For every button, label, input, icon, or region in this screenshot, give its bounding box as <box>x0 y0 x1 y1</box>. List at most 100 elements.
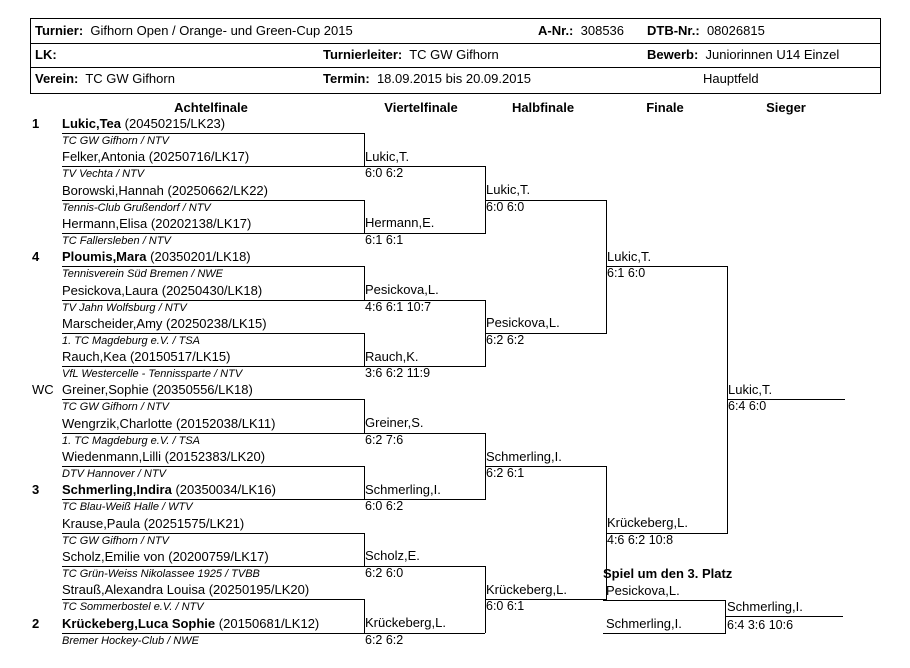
player-info: (20152383/LK20) <box>164 449 266 464</box>
quarterfinals-name: Greiner,S. <box>365 415 424 431</box>
bracket-line <box>725 616 843 617</box>
player-entry: Pesickova,Laura (20250430/LK18) <box>62 282 262 298</box>
bracket-line <box>485 599 606 601</box>
player-info: (20250716/LK17) <box>148 149 250 165</box>
bracket-line <box>62 166 364 168</box>
quarterfinals-score: 4:6 6:1 10:7 <box>365 299 432 314</box>
seed-number: 1 <box>32 116 40 131</box>
leiter-value: TC GW Gifhorn <box>409 47 499 62</box>
player-entry: Ploumis,Mara (20350201/LK18) <box>62 250 251 264</box>
verein-value: TC GW Gifhorn <box>85 71 175 86</box>
dtb-label: DTB-Nr.: <box>647 23 700 38</box>
tournament-header: Turnier: Gifhorn Open / Orange- und Gree… <box>30 18 881 94</box>
quarterfinals-score: 6:2 7:6 <box>365 432 404 447</box>
player-entry: Hermann,Elisa (20202138/LK17) <box>62 215 251 231</box>
semifinals-name: Krückeberg,L. <box>486 581 567 597</box>
bracket-line <box>603 633 725 634</box>
semifinals-score: 6:0 6:1 <box>486 599 525 614</box>
player-info: (20250238/LK15) <box>166 315 267 331</box>
anr-label: A-Nr.: <box>538 23 574 38</box>
player-club: TC GW Gifhorn / NTV <box>62 135 169 147</box>
player-name: Felker,Antonia <box>62 149 146 165</box>
finals-score: 6:1 6:0 <box>607 266 646 281</box>
player-name: Rauch,Kea <box>62 349 127 365</box>
bracket-line <box>485 199 606 201</box>
quarterfinals-score: 6:2 6:0 <box>365 565 404 580</box>
player-entry: Marscheider,Amy (20250238/LK15) <box>62 315 267 331</box>
bracket-line <box>606 532 727 534</box>
player-entry: Krückeberg,Luca Sophie (20150681/LK12) <box>62 616 319 631</box>
termin-label: Termin: <box>323 71 370 86</box>
bewerb-field: Bewerb: Juniorinnen U14 Einzel <box>647 47 839 63</box>
column-finale: Finale <box>646 100 684 115</box>
semifinals-score: 6:0 6:0 <box>486 199 525 214</box>
player-entry: Borowski,Hannah (20250662/LK22) <box>62 182 268 198</box>
player-club: TC GW Gifhorn / NTV <box>62 401 169 414</box>
bracket-line <box>62 232 364 234</box>
player-entry: Felker,Antonia (20250716/LK17) <box>62 150 249 164</box>
verein-field: Verein: TC GW Gifhorn <box>35 71 175 87</box>
player-name: Pesickova,Laura <box>62 282 159 298</box>
third-place-score: 6:4 3:6 10:6 <box>727 618 794 632</box>
bracket-line <box>62 565 364 567</box>
bracket-line <box>62 266 364 268</box>
quarterfinals-score: 6:2 6:2 <box>365 632 404 647</box>
player-entry: Lukic,Tea (20450215/LK23) <box>62 117 225 131</box>
player-club: TC Grün-Weiss Nikolassee 1925 / TVBB <box>62 567 260 580</box>
player-info: (20350556/LK18) <box>152 382 253 398</box>
player-entry: Krause,Paula (20251575/LK21) <box>62 516 244 531</box>
bracket-line <box>62 332 364 334</box>
player-club: TC GW Gifhorn / NTV <box>62 534 169 547</box>
player-club: TC Fallersleben / NTV <box>62 234 171 247</box>
player-name: Hermann,Elisa <box>62 215 148 231</box>
third-place-player1: Pesickova,L. <box>606 583 680 598</box>
player-name: Schmerling,Indira <box>62 482 172 498</box>
bracket-line <box>364 499 485 501</box>
semifinals-name: Lukic,T. <box>486 182 531 198</box>
anr-value: 308536 <box>580 23 625 38</box>
seed-number: 2 <box>32 615 40 631</box>
seed-number: 3 <box>32 482 40 498</box>
column-achtelfinale: Achtelfinale <box>174 100 248 115</box>
bracket-line <box>364 432 485 434</box>
column-viertelfinale: Viertelfinale <box>384 100 458 115</box>
player-name: Wengrzik,Charlotte <box>62 415 173 431</box>
column-sieger: Sieger <box>766 100 806 115</box>
bracket-line <box>62 399 364 401</box>
bracket-line <box>62 532 364 534</box>
player-info: (20350201/LK18) <box>150 249 251 265</box>
player-club: Tennisverein Süd Bremen / NWE <box>62 268 223 281</box>
seed-number: 4 <box>32 249 40 265</box>
bracket-line <box>364 599 365 634</box>
player-club: Tennis-Club Grußendorf / NTV <box>62 201 211 214</box>
column-halbfinale: Halbfinale <box>511 100 575 115</box>
finals-name: Lukic,T. <box>607 248 652 264</box>
header-divider <box>31 43 880 44</box>
player-entry: Rauch,Kea (20150517/LK15) <box>62 350 230 364</box>
player-entry: Wiedenmann,Lilli (20152383/LK20) <box>62 450 265 464</box>
bracket-line <box>62 432 364 434</box>
semifinals-score: 6:2 6:1 <box>486 466 525 480</box>
bracket-line <box>62 599 364 601</box>
turnier-field: Turnier: Gifhorn Open / Orange- und Gree… <box>35 23 353 39</box>
player-club: TC Sommerbostel e.V. / NTV <box>62 601 204 614</box>
header-divider <box>31 67 880 68</box>
verein-label: Verein: <box>35 71 79 86</box>
bracket-line <box>364 366 485 368</box>
quarterfinals-score: 6:0 6:2 <box>365 166 404 181</box>
lk-label: LK: <box>35 47 57 62</box>
player-info: (20152038/LK11) <box>175 415 276 431</box>
bracket-line <box>364 565 485 567</box>
player-entry: Schmerling,Indira (20350034/LK16) <box>62 483 276 497</box>
winner-score: 6:4 6:0 <box>728 399 767 414</box>
bracket-line <box>603 600 725 601</box>
player-entry: Scholz,Emilie von (20200759/LK17) <box>62 549 269 564</box>
player-name: Wiedenmann,Lilli <box>62 449 161 464</box>
bracket-line <box>62 466 364 467</box>
quarterfinals-name: Scholz,E. <box>365 548 420 564</box>
anr-field: A-Nr.: 308536 <box>538 23 624 39</box>
bracket-line <box>606 266 727 268</box>
player-info: (20250662/LK22) <box>167 182 268 198</box>
player-club: VfL Westercelle - Tennissparte / NTV <box>62 368 243 381</box>
semifinals-score: 6:2 6:2 <box>486 332 525 347</box>
